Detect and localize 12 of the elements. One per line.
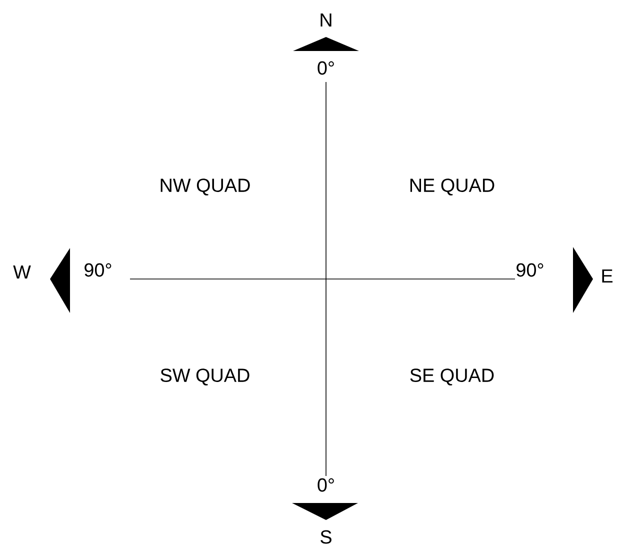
direction-letter: E <box>602 270 612 282</box>
quadrant-label: NW QUAD <box>160 178 250 196</box>
quadrant-label: NE QUAD <box>410 178 494 196</box>
degree-label: 90° <box>84 263 112 277</box>
direction-letter: W <box>13 266 31 278</box>
quadrant-label: SE QUAD <box>410 368 494 386</box>
direction-letter: N <box>320 14 332 26</box>
direction-letter: S <box>320 530 332 544</box>
quadrant-label: SW QUAD <box>160 368 250 386</box>
degree-label: 90° <box>516 263 544 277</box>
degree-label: 0° <box>318 61 334 75</box>
degree-label: 0° <box>318 478 334 492</box>
